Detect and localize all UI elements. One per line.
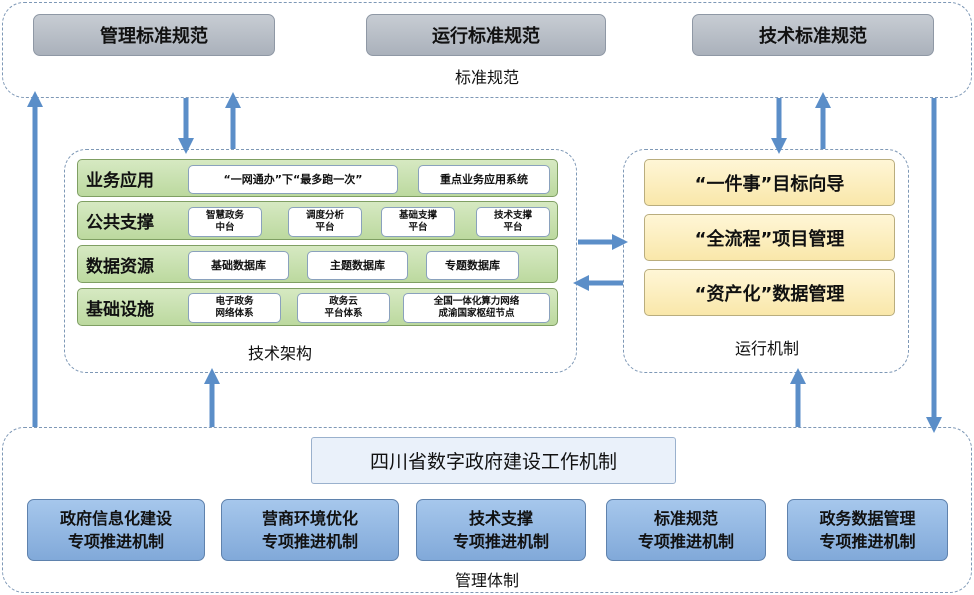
business-environment-box[interactable]: 营商环境优化 专项推进机制 xyxy=(221,499,399,561)
row-title: 公共支撑 xyxy=(86,213,154,233)
technical-standards-box[interactable]: 技术标准规范 xyxy=(692,14,934,56)
row-title: 数据资源 xyxy=(86,256,154,277)
full-process-project-box[interactable]: “全流程”项目管理 xyxy=(644,214,895,261)
computing-network-chip[interactable]: 全国一体化算力网络 成渝国家枢纽节点 xyxy=(403,293,550,323)
standards-label: 标准规范 xyxy=(454,68,519,87)
operation-mechanism-label: 运行机制 xyxy=(734,339,799,358)
public-support-row: 公共支撑 智慧政务 中台 调度分析 平台 基础支撑 平台 技术支撑 平台 xyxy=(77,201,558,240)
work-mechanism-title: 四川省数字政府建设工作机制 xyxy=(311,437,676,484)
basic-database-chip[interactable]: 基础数据库 xyxy=(188,251,289,280)
management-system-label: 管理体制 xyxy=(454,571,519,590)
operation-standards-box[interactable]: 运行标准规范 xyxy=(366,14,606,56)
management-standards-box[interactable]: 管理标准规范 xyxy=(33,14,275,56)
gov-informatization-box[interactable]: 政府信息化建设 专项推进机制 xyxy=(27,499,205,561)
one-network-chip[interactable]: “一网通办”下“最多跑一次” xyxy=(188,165,398,194)
key-business-systems-chip[interactable]: 重点业务应用系统 xyxy=(418,165,550,194)
asset-data-management-box[interactable]: “资产化”数据管理 xyxy=(644,269,895,316)
theme-database-chip[interactable]: 主题数据库 xyxy=(307,251,408,280)
row-title: 业务应用 xyxy=(86,170,154,191)
standards-mechanism-box[interactable]: 标准规范 专项推进机制 xyxy=(606,499,766,561)
tech-support-chip[interactable]: 技术支撑 平台 xyxy=(476,207,550,237)
gov-cloud-chip[interactable]: 政务云 平台体系 xyxy=(297,293,390,323)
gov-data-management-box[interactable]: 政务数据管理 专项推进机制 xyxy=(787,499,948,561)
tech-support-mechanism-box[interactable]: 技术支撑 专项推进机制 xyxy=(416,499,586,561)
dispatch-analysis-chip[interactable]: 调度分析 平台 xyxy=(288,207,362,237)
basic-support-chip[interactable]: 基础支撑 平台 xyxy=(381,207,455,237)
infrastructure-row: 基础设施 电子政务 网络体系 政务云 平台体系 全国一体化算力网络 成渝国家枢纽… xyxy=(77,288,558,326)
one-thing-target-box[interactable]: “一件事”目标向导 xyxy=(644,159,895,206)
tech-architecture-label: 技术架构 xyxy=(247,344,312,363)
row-title: 基础设施 xyxy=(86,299,154,320)
e-gov-network-chip[interactable]: 电子政务 网络体系 xyxy=(188,293,281,323)
special-database-chip[interactable]: 专题数据库 xyxy=(426,251,519,280)
smart-gov-center-chip[interactable]: 智慧政务 中台 xyxy=(188,207,262,237)
data-resources-row: 数据资源 基础数据库 主题数据库 专题数据库 xyxy=(77,245,558,283)
business-application-row: 业务应用 “一网通办”下“最多跑一次” 重点业务应用系统 xyxy=(77,159,558,197)
